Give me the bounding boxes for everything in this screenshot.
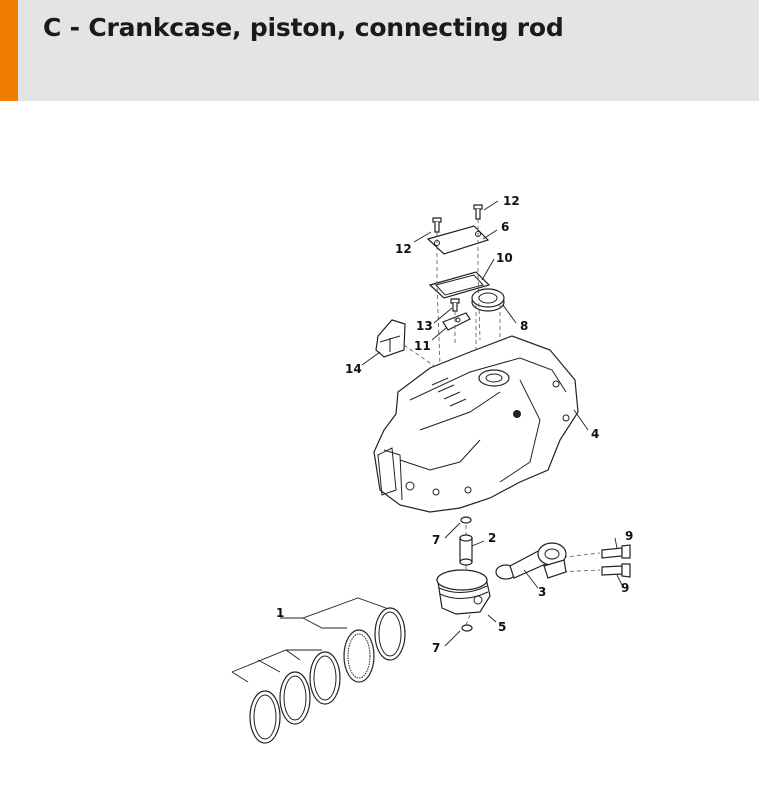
callout-8: 8 [520, 319, 528, 333]
small-screw[interactable] [450, 298, 460, 312]
connecting-rod[interactable] [495, 542, 567, 580]
callout-14: 14 [345, 362, 362, 376]
callout-3: 3 [538, 585, 546, 599]
callout-10: 10 [496, 251, 513, 265]
callout-7-lower: 7 [432, 641, 440, 655]
callout-4: 4 [591, 427, 599, 441]
callout-5: 5 [498, 620, 506, 634]
piston-ring-set[interactable] [249, 607, 406, 744]
bracket[interactable] [375, 319, 406, 358]
screw-left[interactable] [432, 217, 442, 233]
piston-ring-3[interactable] [309, 651, 341, 705]
callout-9-lower: 9 [621, 581, 629, 595]
callout-12-lower: 12 [395, 242, 412, 256]
callout-7-upper: 7 [432, 533, 440, 547]
rod-bolt-lower[interactable] [601, 563, 631, 578]
piston-ring-2[interactable] [343, 629, 375, 683]
leader-lines [231, 200, 623, 683]
cover-gasket[interactable] [428, 271, 491, 299]
piston[interactable] [436, 569, 491, 615]
callout-11: 11 [414, 339, 431, 353]
callout-1: 1 [276, 606, 284, 620]
shaft-seal[interactable] [471, 288, 505, 312]
circlip-top[interactable] [460, 516, 472, 524]
header-band: C - Crankcase, piston, connecting rod [0, 0, 759, 101]
retaining-clip[interactable] [442, 312, 471, 331]
callout-9-upper: 9 [625, 529, 633, 543]
callout-13: 13 [416, 319, 433, 333]
page-title: C - Crankcase, piston, connecting rod [43, 13, 564, 42]
piston-pin[interactable] [459, 534, 473, 566]
screw-right[interactable] [473, 204, 483, 220]
circlip-bottom[interactable] [461, 624, 473, 632]
piston-ring-4[interactable] [279, 671, 311, 725]
callout-2: 2 [488, 531, 496, 545]
crankcase[interactable] [373, 335, 579, 513]
rod-bolt-upper[interactable] [601, 544, 631, 559]
callout-6: 6 [501, 220, 509, 234]
piston-ring-1[interactable] [374, 607, 406, 661]
exploded-parts-diagram: 1 2 3 4 5 6 7 7 8 9 9 10 11 12 12 13 14 [231, 194, 633, 744]
header-accent-bar [0, 0, 18, 101]
callout-12-upper: 12 [503, 194, 520, 208]
piston-ring-5[interactable] [249, 690, 281, 744]
